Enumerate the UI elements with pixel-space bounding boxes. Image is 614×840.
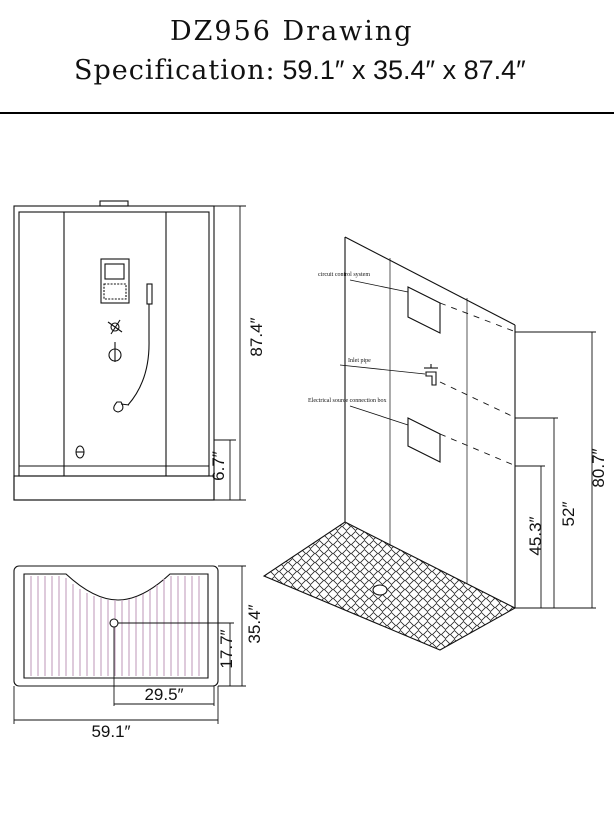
inlet-pipe-label: Inlet pipe — [348, 358, 371, 364]
drain-x-label: 29.5″ — [144, 685, 183, 704]
spec-label: Specification: — [74, 55, 276, 86]
front-view-outline — [13, 205, 215, 501]
leader-lines — [339, 279, 426, 426]
top-depth-label: 35.4″ — [245, 604, 264, 643]
hand-shower-icon — [113, 401, 130, 413]
drawing-title: DZ956 Drawing — [170, 16, 414, 47]
control-box — [407, 286, 441, 334]
iso-drain — [372, 584, 388, 596]
drain-icon — [75, 445, 85, 459]
top-width-label: 59.1″ — [91, 722, 130, 741]
inlet-pipe-icon — [424, 364, 438, 386]
top-dimensions — [13, 565, 246, 724]
iso-dimensions — [515, 331, 596, 609]
front-height-dimension — [214, 205, 246, 501]
front-view-inner-frame — [18, 211, 210, 477]
tray-ribs — [30, 576, 200, 676]
faucet-icon — [107, 319, 123, 362]
electrical-box — [407, 417, 441, 463]
drain-hole — [109, 618, 119, 628]
top-view — [13, 565, 246, 724]
spec-value: 59.1″ x 35.4″ x 87.4″ — [282, 55, 526, 85]
floor-tray — [262, 521, 517, 651]
base-tray — [13, 475, 215, 501]
iso-height-80-label: 80.7″ — [589, 448, 608, 487]
isometric-view — [262, 236, 596, 651]
front-base-label: 6.7″ — [209, 451, 228, 481]
tray-floor — [23, 573, 209, 679]
control-panel-icon — [100, 258, 130, 304]
control-system-label: circuit control system — [318, 272, 370, 278]
front-view — [13, 200, 246, 501]
specification-line: Specification: 59.1″ x 35.4″ x 87.4″ — [74, 55, 526, 86]
wall-top-edge — [344, 236, 516, 326]
iso-height-45-label: 45.3″ — [526, 516, 545, 555]
shower-head-icon — [127, 283, 153, 406]
front-height-label: 87.4″ — [247, 317, 266, 356]
drain-y-label: 17.7″ — [217, 629, 236, 668]
top-view-outline — [13, 565, 219, 687]
top-fixture — [99, 200, 129, 207]
iso-height-52-label: 52″ — [559, 502, 578, 527]
title-block: DZ956 Drawing Specification: 59.1″ x 35.… — [0, 0, 614, 114]
hidden-lines — [439, 302, 517, 467]
electrical-box-label: Electrical source connection box — [308, 398, 386, 404]
